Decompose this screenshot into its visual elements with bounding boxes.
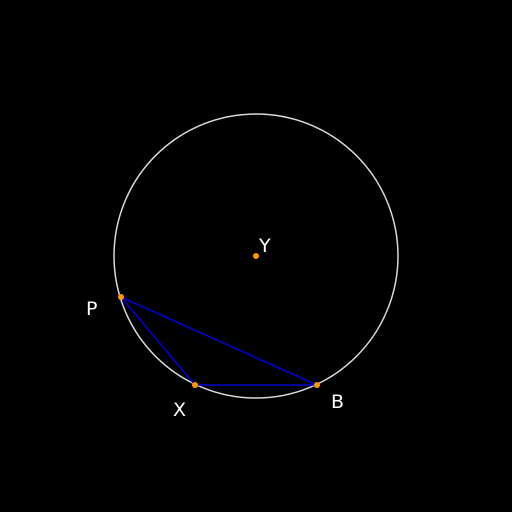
- label-x: X: [173, 399, 186, 421]
- point-x: [192, 382, 198, 388]
- label-b: B: [331, 391, 344, 413]
- label-p: P: [86, 298, 97, 320]
- point-b: [314, 382, 320, 388]
- point-p: [118, 294, 124, 300]
- triangle-pxb: [120, 296, 318, 386]
- label-y: Y: [258, 235, 271, 257]
- circle: [113, 113, 399, 399]
- point-y: [253, 253, 259, 259]
